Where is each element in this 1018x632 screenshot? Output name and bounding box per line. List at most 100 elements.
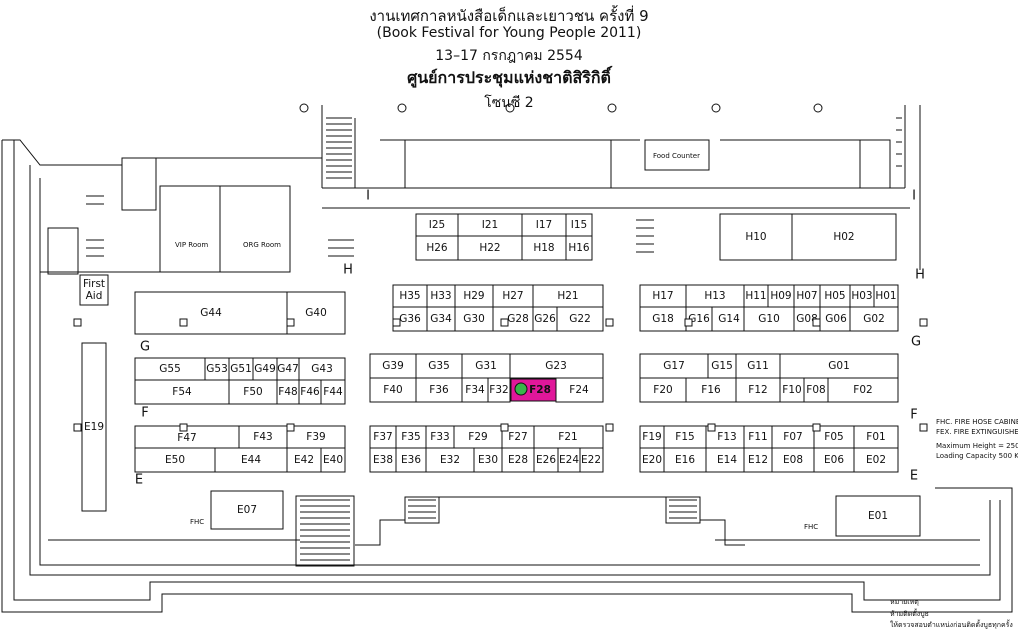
booth-g06[interactable]: G06 — [819, 306, 851, 332]
booth-h16[interactable]: H16 — [565, 235, 593, 261]
booth-h10[interactable]: H10 — [719, 213, 793, 261]
booth-h35[interactable]: H35 — [392, 284, 428, 308]
booth-e22[interactable]: E22 — [579, 447, 604, 473]
booth-f16[interactable]: F16 — [685, 377, 737, 403]
booth-f43[interactable]: F43 — [238, 425, 288, 449]
booth-f54[interactable]: F54 — [134, 379, 230, 405]
booth-f35[interactable]: F35 — [395, 425, 427, 449]
booth-h21[interactable]: H21 — [532, 284, 604, 308]
booth-f44[interactable]: F44 — [320, 379, 346, 405]
booth-g11[interactable]: G11 — [735, 353, 781, 379]
booth-e14[interactable]: E14 — [705, 447, 745, 473]
booth-f28-highlighted[interactable]: F28 — [510, 378, 557, 402]
booth-e19[interactable]: E19 — [81, 342, 107, 512]
booth-i25[interactable]: I25 — [415, 213, 459, 237]
booth-f29[interactable]: F29 — [453, 425, 503, 449]
booth-g44[interactable]: G44 — [134, 291, 288, 335]
booth-h03[interactable]: H03 — [849, 284, 875, 308]
booth-f36[interactable]: F36 — [415, 377, 463, 403]
booth-g49[interactable]: G49 — [252, 357, 278, 381]
booth-g28[interactable]: G28 — [492, 306, 534, 332]
booth-h07[interactable]: H07 — [793, 284, 821, 308]
booth-f37[interactable]: F37 — [369, 425, 397, 449]
booth-e38[interactable]: E38 — [369, 447, 397, 473]
booth-h13[interactable]: H13 — [685, 284, 745, 308]
booth-f24[interactable]: F24 — [555, 377, 604, 403]
booth-g10[interactable]: G10 — [743, 306, 795, 332]
booth-h05[interactable]: H05 — [819, 284, 851, 308]
booth-e20[interactable]: E20 — [639, 447, 665, 473]
booth-e06[interactable]: E06 — [813, 447, 855, 473]
booth-g47[interactable]: G47 — [276, 357, 300, 381]
booth-f19[interactable]: F19 — [639, 425, 665, 449]
booth-f33[interactable]: F33 — [425, 425, 455, 449]
booth-g31[interactable]: G31 — [461, 353, 511, 379]
booth-f12[interactable]: F12 — [735, 377, 781, 403]
booth-e28[interactable]: E28 — [501, 447, 535, 473]
booth-f10[interactable]: F10 — [779, 377, 805, 403]
booth-e08[interactable]: E08 — [771, 447, 815, 473]
booth-g18[interactable]: G18 — [639, 306, 687, 332]
booth-g39[interactable]: G39 — [369, 353, 417, 379]
booth-g30[interactable]: G30 — [454, 306, 494, 332]
booth-e01[interactable]: E01 — [835, 495, 921, 537]
booth-i15[interactable]: I15 — [565, 213, 593, 237]
booth-e12[interactable]: E12 — [743, 447, 773, 473]
booth-f48[interactable]: F48 — [276, 379, 300, 405]
booth-f34[interactable]: F34 — [461, 377, 489, 403]
booth-e50[interactable]: E50 — [134, 447, 216, 473]
booth-h27[interactable]: H27 — [492, 284, 534, 308]
booth-g53[interactable]: G53 — [204, 357, 230, 381]
booth-g55[interactable]: G55 — [134, 357, 206, 381]
booth-f07[interactable]: F07 — [771, 425, 815, 449]
booth-g22[interactable]: G22 — [556, 306, 604, 332]
booth-h26[interactable]: H26 — [415, 235, 459, 261]
booth-i17[interactable]: I17 — [521, 213, 567, 237]
booth-h22[interactable]: H22 — [457, 235, 523, 261]
booth-e26[interactable]: E26 — [533, 447, 559, 473]
booth-e02[interactable]: E02 — [853, 447, 899, 473]
booth-g35[interactable]: G35 — [415, 353, 463, 379]
booth-e30[interactable]: E30 — [473, 447, 503, 473]
booth-f32[interactable]: F32 — [487, 377, 511, 403]
booth-f21[interactable]: F21 — [533, 425, 604, 449]
booth-h17[interactable]: H17 — [639, 284, 687, 308]
booth-g34[interactable]: G34 — [426, 306, 456, 332]
booth-g15[interactable]: G15 — [707, 353, 737, 379]
booth-f02[interactable]: F02 — [827, 377, 899, 403]
booth-g02[interactable]: G02 — [849, 306, 899, 332]
booth-g40[interactable]: G40 — [286, 291, 346, 335]
booth-g51[interactable]: G51 — [228, 357, 254, 381]
booth-g01[interactable]: G01 — [779, 353, 899, 379]
booth-h33[interactable]: H33 — [426, 284, 456, 308]
booth-i21[interactable]: I21 — [457, 213, 523, 237]
booth-e07[interactable]: E07 — [210, 490, 284, 530]
booth-e36[interactable]: E36 — [395, 447, 427, 473]
booth-f40[interactable]: F40 — [369, 377, 417, 403]
booth-g43[interactable]: G43 — [298, 357, 346, 381]
booth-e32[interactable]: E32 — [425, 447, 475, 473]
booth-e40[interactable]: E40 — [320, 447, 346, 473]
booth-e42[interactable]: E42 — [286, 447, 322, 473]
booth-e16[interactable]: E16 — [663, 447, 707, 473]
booth-f20[interactable]: F20 — [639, 377, 687, 403]
booth-f01[interactable]: F01 — [853, 425, 899, 449]
booth-h18[interactable]: H18 — [521, 235, 567, 261]
booth-h09[interactable]: H09 — [767, 284, 795, 308]
booth-f39[interactable]: F39 — [286, 425, 346, 449]
booth-f15[interactable]: F15 — [663, 425, 707, 449]
booth-g26[interactable]: G26 — [532, 306, 558, 332]
booth-g14[interactable]: G14 — [711, 306, 745, 332]
booth-f46[interactable]: F46 — [298, 379, 322, 405]
booth-e24[interactable]: E24 — [557, 447, 581, 473]
booth-e44[interactable]: E44 — [214, 447, 288, 473]
booth-f08[interactable]: F08 — [803, 377, 829, 403]
booth-h01[interactable]: H01 — [873, 284, 899, 308]
booth-g23[interactable]: G23 — [509, 353, 604, 379]
booth-h02[interactable]: H02 — [791, 213, 897, 261]
booth-g17[interactable]: G17 — [639, 353, 709, 379]
booth-f50[interactable]: F50 — [228, 379, 278, 405]
booth-h29[interactable]: H29 — [454, 284, 494, 308]
booth-f11[interactable]: F11 — [743, 425, 773, 449]
booth-h11[interactable]: H11 — [743, 284, 769, 308]
